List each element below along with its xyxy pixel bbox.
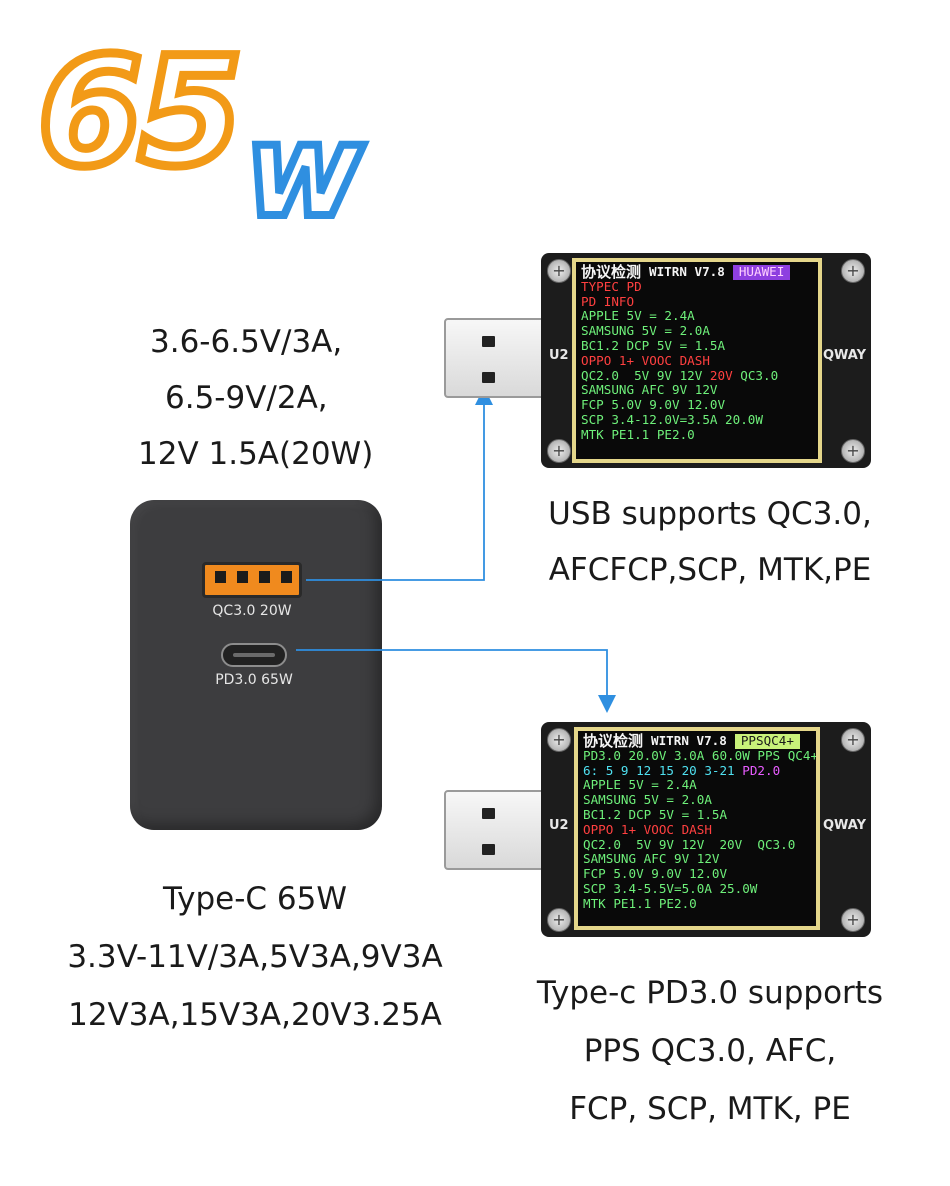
tester-port-label: U2 <box>549 818 569 833</box>
screen-line-pd2: PD2.0 <box>742 762 781 778</box>
type-c-spec-line: Type-C 65W <box>163 881 347 917</box>
tester-port-label: U2 <box>549 348 569 363</box>
screen-line: QC2.0 5V 9V 12V <box>581 367 703 383</box>
screen-line: APPLE 5V = 2.4A <box>583 777 697 793</box>
type-c-spec-line: 3.3V-11V/3A,5V3A,9V3A <box>67 939 443 975</box>
screw-icon: + <box>547 439 571 463</box>
headline-unit: w <box>241 97 367 246</box>
tester-bottom-usb-plug <box>444 790 554 870</box>
usb-c-port <box>221 643 287 667</box>
tester-brand: QWAY <box>823 348 867 363</box>
type-c-spec-line: 12V3A,15V3A,20V3.25A <box>68 997 442 1033</box>
screw-icon: + <box>547 908 571 932</box>
usb-a-caption: USB supports QC3.0, AFCFCP,SCP, MTK,PE <box>530 486 890 598</box>
type-c-caption: Type-c PD3.0 supports PPS QC3.0, AFC, FC… <box>510 964 910 1138</box>
screen-line: PD3.0 20.0V 3.0A 60.0W PPS QC4+ <box>583 747 819 763</box>
headline-number: 65 <box>34 26 248 200</box>
screw-icon: + <box>547 259 571 283</box>
usb-a-spec-line: 6.5-9V/2A, <box>165 380 328 416</box>
usb-a-arrow <box>306 387 493 581</box>
screen-line: FCP 5.0V 9.0V 12.0V <box>581 397 726 413</box>
usb-a-spec-line: 12V 1.5A(20W) <box>138 436 374 472</box>
usb-a-caption-line: USB supports QC3.0, <box>548 496 872 532</box>
tester-top-usb-plug <box>444 318 554 398</box>
screen-line: PD INFO <box>581 293 635 309</box>
screen-line: SAMSUNG AFC 9V 12V <box>583 851 720 867</box>
screen-model: WITRN V7.8 <box>649 264 725 279</box>
charger: QC3.0 20W PD3.0 65W <box>130 500 382 830</box>
screen-badge: HUAWEI <box>732 264 791 280</box>
screen-line: APPLE 5V = 2.4A <box>581 308 695 324</box>
screen-line: QC2.0 5V 9V 12V 20V QC3.0 <box>583 836 796 852</box>
screen-line: SCP 3.4-12.0V=3.5A 20.0W <box>581 411 763 427</box>
usb-a-spec-list: 3.6-6.5V/3A, 6.5-9V/2A, 12V 1.5A(20W) <box>138 314 373 482</box>
type-c-caption-line: PPS QC3.0, AFC, <box>583 1033 837 1069</box>
screen-line: FCP 5.0V 9.0V 12.0V <box>583 866 728 882</box>
tester-top: + + + + U2 QWAY 协议检测 WITRN V7.8 HUAWEI T… <box>541 253 871 468</box>
type-c-caption-line: Type-c PD3.0 supports <box>536 975 884 1011</box>
screw-icon: + <box>841 439 865 463</box>
screen-line: SAMSUNG 5V = 2.0A <box>581 323 710 339</box>
screen-line: 6: 5 9 12 15 20 3-21 <box>583 762 735 778</box>
usb-a-spec-line: 3.6-6.5V/3A, <box>150 324 343 360</box>
screen-line: SAMSUNG AFC 9V 12V <box>581 382 718 398</box>
screen-line: OPPO 1+ VOOC DASH <box>581 352 710 368</box>
type-c-spec-list: Type-C 65W 3.3V-11V/3A,5V3A,9V3A 12V3A,1… <box>40 870 470 1044</box>
screen-line: OPPO 1+ VOOC DASH <box>583 821 712 837</box>
tester-bottom: + + + + U2 QWAY 协议检测 WITRN V7.8 PPSQC4+ … <box>541 722 871 937</box>
screen-line-qc3: QC3.0 <box>740 367 779 383</box>
screen-line-20v: 20V <box>709 367 733 383</box>
usb-a-caption-line: AFCFCP,SCP, MTK,PE <box>548 552 872 588</box>
screen-line: SAMSUNG 5V = 2.0A <box>583 792 712 808</box>
tester-bottom-screen: 协议检测 WITRN V7.8 PPSQC4+ PD3.0 20.0V 3.0A… <box>574 727 820 930</box>
tester-top-screen: 协议检测 WITRN V7.8 HUAWEI TYPEC PD PD INFO … <box>572 258 822 463</box>
usb-c-arrow <box>296 649 616 713</box>
screw-icon: + <box>841 728 865 752</box>
screw-icon: + <box>841 259 865 283</box>
screen-title: 协议检测 <box>581 263 642 281</box>
screen-line: BC1.2 DCP 5V = 1.5A <box>581 337 726 353</box>
screen-badge: PPSQC4+ <box>734 733 800 749</box>
usb-c-port-label: PD3.0 65W <box>215 672 293 688</box>
screen-line: TYPEC PD <box>581 278 642 294</box>
screw-icon: + <box>547 728 571 752</box>
screen-line: MTK PE1.1 PE2.0 <box>581 426 695 442</box>
screen-model: WITRN V7.8 <box>651 733 727 748</box>
usb-a-port <box>202 562 302 598</box>
screw-icon: + <box>841 908 865 932</box>
type-c-caption-line: FCP, SCP, MTK, PE <box>569 1091 851 1127</box>
screen-line: BC1.2 DCP 5V = 1.5A <box>583 806 728 822</box>
usb-a-port-label: QC3.0 20W <box>212 603 292 619</box>
screen-line: SCP 3.4-5.5V=5.0A 25.0W <box>583 880 758 896</box>
screen-title: 协议检测 <box>583 732 644 750</box>
tester-brand: QWAY <box>823 818 867 833</box>
screen-line: MTK PE1.1 PE2.0 <box>583 895 697 911</box>
